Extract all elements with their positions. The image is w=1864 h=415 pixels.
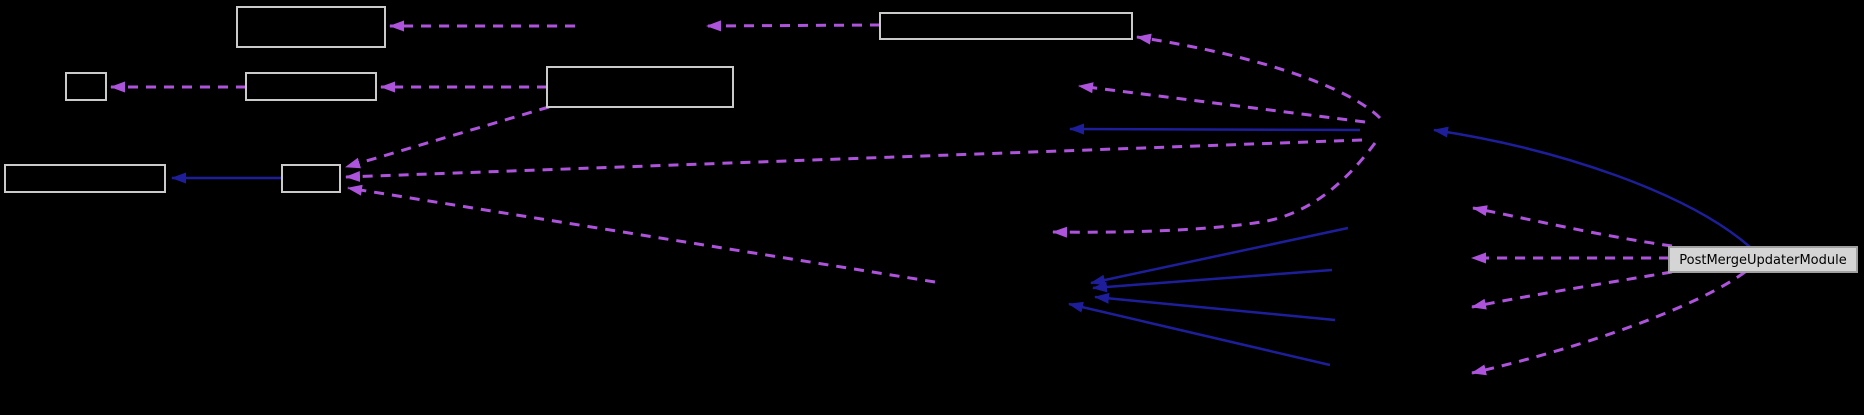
usage-edge-centerleft-to-bottomsmall [345,105,550,169]
inherit-edge-fan-1 [1090,226,1349,286]
usage-edge-hub-to-bottomsmall [345,138,1363,182]
node-postmergeupdatermodule-label: PostMergeUpdaterModule [1679,253,1846,268]
inherit-edge-fan-2 [1092,268,1333,293]
node-small-left[interactable] [65,72,107,101]
node-bottom-left[interactable] [4,164,166,193]
usage-edge-hub-to-hidden-mid [1078,82,1366,124]
node-center-left[interactable] [546,66,734,108]
node-postmergeupdatermodule: PostMergeUpdaterModule [1668,246,1858,273]
usage-edge-module-fan-4 [1471,270,1746,376]
inherit-edge-fan-3 [1094,292,1336,322]
usage-edge-module-fan-3 [1471,270,1673,310]
usage-edge-module-fan-1 [1472,205,1673,248]
usage-edge-hidden-to-bottomsmall [347,184,936,284]
inherit-edge-fan-4 [1068,301,1331,367]
node-top-center[interactable] [879,12,1133,40]
node-top-left[interactable] [236,6,386,48]
usage-edge-topcenter-to-hidden [706,20,881,32]
node-bottom-small[interactable] [281,164,341,193]
inherit-edge-module-to-hub [1433,126,1751,248]
usage-edge-hub-to-hidden-lower [1052,142,1377,238]
inherit-edge-hub-to-hidden [1069,123,1361,135]
usage-edge-hub-to-topcenter [1136,33,1382,120]
node-mid-left[interactable] [245,72,377,101]
